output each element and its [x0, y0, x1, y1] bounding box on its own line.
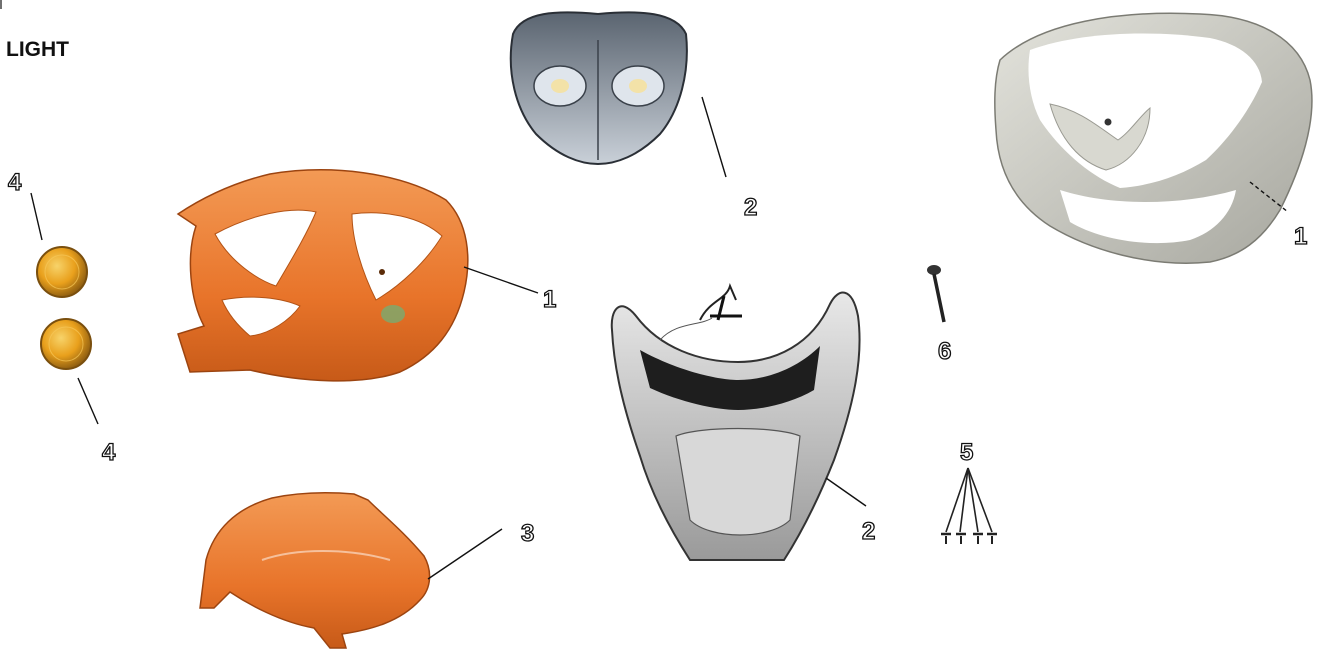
callout-4-lower: 4 — [102, 439, 116, 466]
screws — [941, 468, 997, 544]
callout-2-upper: 2 — [744, 194, 757, 221]
front-fender — [200, 493, 430, 648]
headlight-lower — [612, 286, 860, 560]
leader-3 — [428, 529, 502, 579]
callout-1-gray: 1 — [1294, 223, 1307, 250]
callout-3: 3 — [521, 520, 534, 547]
reflector-lower — [41, 319, 91, 369]
callout-4-upper: 4 — [8, 169, 22, 196]
leader-2b — [826, 478, 866, 506]
callout-6: 6 — [938, 338, 951, 365]
callout-5: 5 — [960, 439, 973, 466]
bolt — [927, 265, 944, 322]
leader-4a — [31, 193, 42, 240]
reflector-upper — [37, 247, 87, 297]
callout-1-orange: 1 — [543, 286, 556, 313]
leader-4b — [78, 378, 98, 424]
headlight-upper — [511, 12, 687, 164]
leader-1a — [464, 267, 538, 293]
callout-2-lower: 2 — [862, 518, 875, 545]
front-cover-gray — [995, 13, 1312, 263]
front-cover-orange — [178, 170, 468, 381]
leader-2a — [702, 97, 726, 177]
